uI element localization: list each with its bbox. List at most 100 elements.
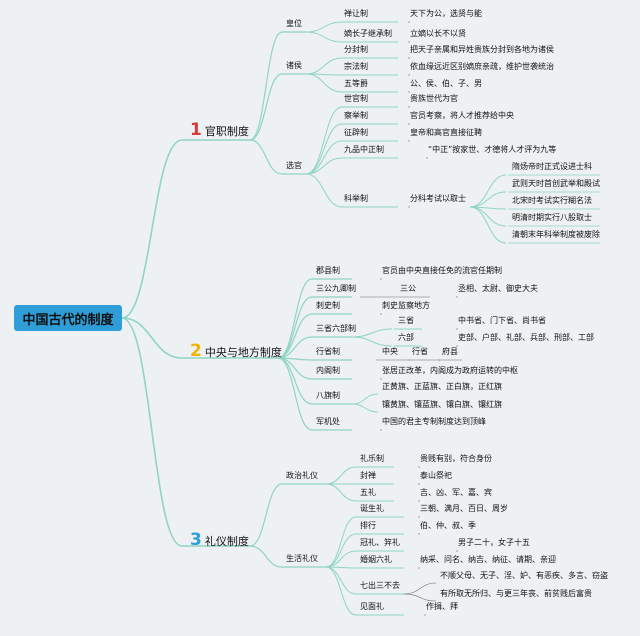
connector-line (305, 73, 343, 93)
official-subtype-node[interactable]: 九品中正制 (344, 145, 384, 154)
etiquette-description[interactable]: 纳采、问名、纳吉、纳征、请期、亲迎 (420, 555, 556, 564)
etiquette-subtype-node[interactable]: 见面礼 (360, 602, 384, 611)
central-local-node[interactable]: 三公九卿制 (316, 284, 356, 293)
official-category-node[interactable]: 选官 (286, 161, 302, 170)
connector-line (305, 173, 343, 208)
etiquette-subtype-node[interactable]: 七出三不去 (360, 581, 400, 590)
central-local-node[interactable]: 三省六部制 (316, 324, 356, 333)
keju-milestone[interactable]: 明清时期实行八股取士 (512, 213, 592, 222)
official-description[interactable]: 天下为公，选贤与能 (410, 9, 482, 18)
central-local-description[interactable]: 府县 (442, 347, 458, 356)
etiquette-subtype-node[interactable]: 诞生礼 (360, 504, 384, 513)
banner-list[interactable]: 镶黄旗、镶蓝旗、镶白旗、镶红旗 (382, 400, 502, 409)
etiquette-subtype-node[interactable]: 冠礼、笄礼 (360, 538, 400, 547)
etiquette-subtype-node[interactable]: 五礼 (360, 488, 376, 497)
ministry-node[interactable]: 三省 (398, 316, 414, 325)
connector-line (403, 593, 437, 602)
etiquette-category-node[interactable]: 生活礼仪 (286, 554, 318, 563)
etiquette-description[interactable]: 男子二十，女子十五 (458, 538, 530, 547)
connector-line (249, 483, 283, 547)
branch-central-local-system[interactable]: 2 中央与地方制度 (190, 343, 282, 360)
connector-line (305, 21, 343, 33)
central-local-description[interactable]: 三公 (400, 284, 416, 293)
central-local-description[interactable]: 中国的君主专制制度达到顶峰 (382, 417, 486, 426)
keju-milestone[interactable]: 隋炀帝时正式设进士科 (512, 162, 592, 171)
central-local-description[interactable]: 刺史监察地方 (382, 301, 430, 310)
official-subtype-node[interactable]: 嫡长子继承制 (344, 29, 392, 38)
central-local-description[interactable]: 张居正改革，内阁成为政府运转的中枢 (382, 366, 518, 375)
official-subtype-node[interactable]: 宗法制 (344, 62, 368, 71)
connector-line (277, 313, 313, 359)
branch-label: 官职制度 (204, 124, 249, 138)
ministry-description[interactable]: 吏部、户部、礼部、兵部、刑部、工部 (458, 333, 594, 342)
etiquette-description[interactable]: 伯、仲、叔、季 (420, 521, 476, 530)
official-description[interactable]: 贵族世代为官 (410, 94, 458, 103)
official-subtype-node[interactable]: 分封制 (344, 45, 368, 54)
etiquette-description[interactable]: 有所取无所归、与更三年丧、前贫贱后富贵 (440, 589, 592, 598)
etiquette-description[interactable]: 三朝、满月、百日、周岁 (420, 504, 508, 513)
etiquette-description[interactable]: 泰山祭祀 (420, 471, 452, 480)
etiquette-description[interactable]: 贵贱有别，符合身份 (420, 454, 492, 463)
connector-line (469, 174, 507, 208)
official-description[interactable]: 把天子亲属和异姓贵族分封到各地为诸侯 (410, 45, 554, 54)
connector-line (249, 545, 283, 568)
ministry-description[interactable]: 中书省、门下省、尚书省 (458, 316, 546, 325)
etiquette-subtype-node[interactable]: 礼乐制 (360, 454, 384, 463)
official-description[interactable]: 立嫡以长不以贤 (410, 29, 466, 38)
connector-line (325, 566, 357, 616)
connector-line (351, 393, 379, 405)
official-category-node[interactable]: 诸侯 (286, 61, 302, 70)
central-local-description[interactable]: 丞相、太尉、御史大夫 (458, 284, 538, 293)
official-description[interactable]: 公、侯、伯、子、男 (410, 79, 482, 88)
etiquette-description[interactable]: 作揖、拜 (426, 602, 458, 611)
etiquette-description[interactable]: 不顺父母、无子、淫、妒、有恶疾、多言、窃盗 (440, 571, 608, 580)
etiquette-subtype-node[interactable]: 婚姻六礼 (360, 555, 392, 564)
banner-list[interactable]: 正黄旗、正蓝旗、正白旗，正红旗 (382, 382, 502, 391)
connector-line (325, 483, 357, 502)
connector-line (277, 357, 313, 405)
branch-number-3: 3 (190, 530, 202, 550)
branch-official-system[interactable]: 1 官职制度 (190, 122, 249, 139)
central-local-node[interactable]: 内阁制 (316, 366, 340, 375)
connector-line (305, 57, 343, 75)
official-subtype-node[interactable]: 世官制 (344, 94, 368, 103)
central-local-description[interactable]: 官员由中央直接任免的流官任期制 (382, 266, 502, 275)
official-category-node[interactable]: 皇位 (286, 19, 302, 28)
central-local-node[interactable]: 郡县制 (316, 266, 340, 275)
connector-line (469, 191, 507, 208)
keju-milestone[interactable]: 武则天时首创武举和殿试 (512, 179, 600, 188)
official-subtype-node[interactable]: 征辟制 (344, 128, 368, 137)
central-local-node[interactable]: 刺史制 (316, 301, 340, 310)
central-local-node[interactable]: 行省制 (316, 347, 340, 356)
official-description[interactable]: 依血缘远近区别嫡庶亲疏，维护世袭统治 (410, 62, 554, 71)
official-description[interactable]: “中正”按家世、才德将人才评为九等 (428, 145, 557, 154)
keju-milestone[interactable]: 清朝末年科举制度被废除 (512, 230, 600, 239)
branch-number-1: 1 (190, 120, 202, 140)
official-subtype-node[interactable]: 科举制 (344, 194, 368, 203)
official-description[interactable]: 分科考试以取士 (410, 194, 466, 203)
central-local-node[interactable]: 八旗制 (316, 391, 340, 400)
official-subtype-node[interactable]: 禅让制 (344, 9, 368, 18)
connector-line (305, 31, 343, 43)
official-description[interactable]: 官员考察，将人才推荐给中央 (410, 111, 514, 120)
official-description[interactable]: 皇帝和高官直接征聘 (410, 128, 482, 137)
official-subtype-node[interactable]: 五等爵 (344, 79, 368, 88)
etiquette-subtype-node[interactable]: 封禅 (360, 471, 376, 480)
keju-milestone[interactable]: 北宋时考试实行糊名法 (512, 196, 592, 205)
connector-line (469, 206, 507, 244)
etiquette-category-node[interactable]: 政治礼仪 (286, 471, 318, 480)
root-node[interactable]: 中国古代的制度 (14, 305, 122, 331)
connector-line (469, 206, 507, 227)
official-subtype-node[interactable]: 察举制 (344, 111, 368, 120)
etiquette-subtype-node[interactable]: 排行 (360, 521, 376, 530)
etiquette-description[interactable]: 吉、凶、军、嘉、宾 (420, 488, 492, 497)
central-local-description[interactable]: 行省 (412, 347, 428, 356)
branch-etiquette-system[interactable]: 3 礼仪制度 (190, 532, 249, 549)
connector-line (403, 582, 437, 595)
central-local-description[interactable]: 中央 (382, 347, 398, 356)
ministry-node[interactable]: 六部 (398, 333, 414, 342)
connector-line (277, 296, 313, 359)
connector-line (325, 516, 357, 568)
central-local-node[interactable]: 军机处 (316, 417, 340, 426)
